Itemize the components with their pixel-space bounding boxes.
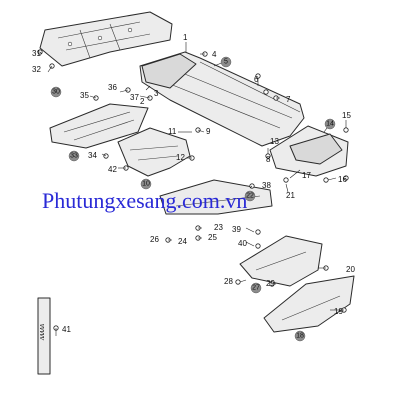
bolt-icon (235, 279, 241, 285)
underbody-panel-top-left (39, 11, 173, 67)
crossmember-bracket (159, 179, 273, 215)
callout-39: 39 (232, 225, 241, 234)
lower-shield-lower (263, 275, 355, 333)
svg-text:30: 30 (52, 89, 60, 96)
callout-25: 25 (208, 233, 217, 242)
callout-29: 29 (266, 279, 275, 288)
callout-9: 9 (206, 127, 211, 136)
callout-badge-14: 14 (324, 118, 336, 130)
underbody-panel-left-middle (49, 103, 149, 149)
callout-12: 12 (176, 153, 185, 162)
callout-8: 8 (266, 155, 271, 164)
callout-24: 24 (178, 237, 187, 246)
bolt-icon (343, 127, 349, 133)
callout-badge-30: 30 (50, 86, 62, 98)
callout-3: 3 (154, 89, 159, 98)
callout-15: 15 (342, 111, 351, 120)
bolt-icon (255, 243, 261, 249)
callout-20: 20 (346, 265, 355, 274)
heat-shield-right (269, 125, 349, 177)
callout-labels: 1 2 3 4 6 7 8 9 11 12 13 15 16 17 19 20 … (32, 33, 355, 334)
underbody-panel-center-small (117, 127, 191, 177)
bolt-icon (263, 89, 269, 95)
bolt-icon (323, 177, 329, 183)
svg-text:33: 33 (70, 153, 78, 160)
svg-text:18: 18 (296, 333, 304, 340)
callout-21: 21 (286, 191, 295, 200)
callout-badge-22: 22 (244, 190, 256, 202)
callout-1: 1 (183, 33, 188, 42)
callout-26: 26 (150, 235, 159, 244)
callout-36: 36 (108, 83, 117, 92)
callout-42: 42 (108, 165, 117, 174)
svg-text:22: 22 (246, 193, 254, 200)
callout-31: 31 (32, 49, 41, 58)
callout-38: 38 (262, 181, 271, 190)
svg-text:5: 5 (224, 59, 228, 66)
callout-badge-5: 5 (220, 56, 232, 68)
trim-strip: ᴧᴧᴧᴧᴧ (37, 297, 51, 375)
badged-callouts: 5 10 14 18 22 27 30 33 (50, 56, 336, 342)
svg-text:10: 10 (142, 181, 150, 188)
callout-34: 34 (88, 151, 97, 160)
svg-text:14: 14 (326, 121, 334, 128)
callout-17: 17 (302, 171, 311, 180)
callout-37: 37 (130, 93, 139, 102)
callout-19: 19 (334, 307, 343, 316)
callout-40: 40 (238, 239, 247, 248)
bolt-icon (125, 87, 131, 93)
watermark-text: Phutungxesang.com.vn (42, 188, 247, 213)
trim-strip-label: ᴧᴧᴧᴧᴧ (37, 323, 46, 341)
svg-text:27: 27 (252, 285, 260, 292)
callout-35: 35 (80, 91, 89, 100)
callout-badge-18: 18 (294, 330, 306, 342)
callout-16: 16 (338, 175, 347, 184)
callout-badge-33: 33 (68, 150, 80, 162)
callout-badge-10: 10 (140, 178, 152, 190)
callout-41: 41 (62, 325, 71, 334)
callout-4: 4 (212, 50, 217, 59)
callout-7: 7 (286, 95, 291, 104)
underbody-panel-center (139, 51, 305, 147)
bolt-icon (255, 229, 261, 235)
bolt-icon (343, 175, 349, 181)
callout-6: 6 (254, 75, 259, 84)
callout-2: 2 (140, 97, 145, 106)
lower-shield-upper (239, 235, 323, 287)
callout-23: 23 (214, 223, 223, 232)
callout-badge-27: 27 (250, 282, 262, 294)
bolt-icon (283, 177, 289, 183)
leader-lines (39, 42, 347, 336)
callout-11: 11 (168, 127, 177, 136)
callout-28: 28 (224, 277, 233, 286)
callout-13: 13 (270, 137, 279, 146)
callout-32: 32 (32, 65, 41, 74)
